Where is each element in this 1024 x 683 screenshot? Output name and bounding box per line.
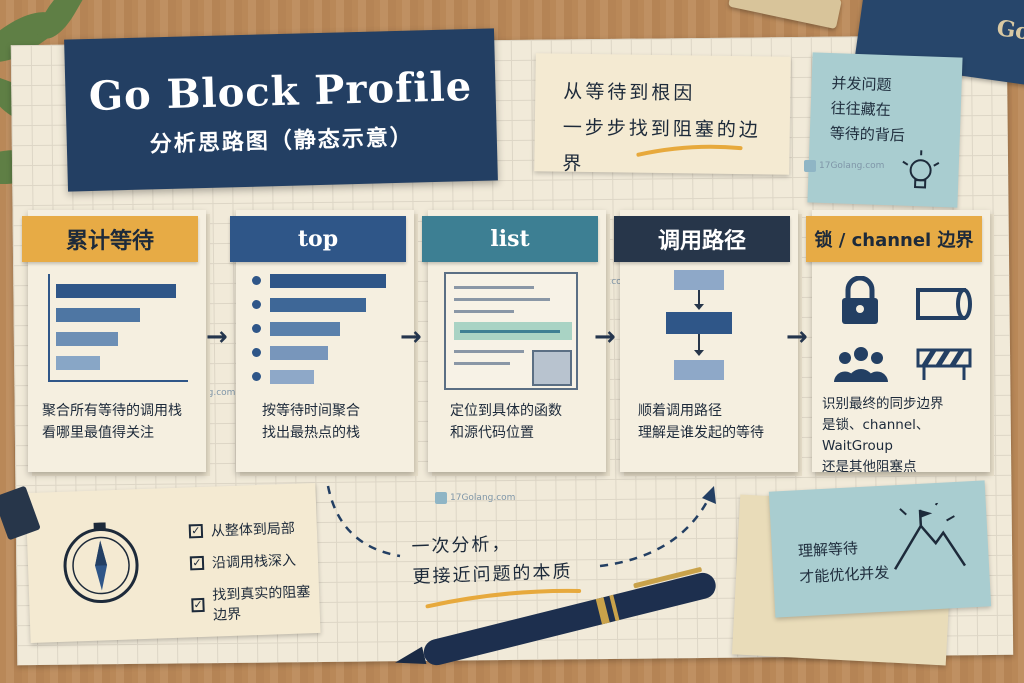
- bottom-note-line2: 才能优化并发: [798, 563, 890, 587]
- compass-icon: [63, 522, 139, 604]
- lock-icon: [842, 276, 878, 324]
- underline-stroke: [425, 588, 582, 609]
- step-desc-line2: 和源代码位置: [450, 425, 534, 441]
- top-note: 从等待到根因 一步步找到阻塞的边界: [534, 53, 791, 175]
- barrier-icon: [916, 348, 972, 380]
- step-card-list: list 定位到具体的函数 和源代码位置: [422, 210, 606, 472]
- checklist-card: ✓从整体到局部 ✓沿调用栈深入 ✓找到真实的阻塞边界: [25, 482, 321, 644]
- step-desc-line3: 还是其他阻塞点: [822, 459, 917, 475]
- corner-note: 并发问题 往往藏在 等待的背后: [807, 52, 963, 208]
- source-code-graphic: [444, 272, 578, 390]
- step-card-top: top 按等待时间聚合 找出最热点的栈: [230, 210, 414, 472]
- center-caption: 一次分析， 更接近问题的本质: [411, 527, 582, 609]
- step-desc-line2: 是锁、channel、WaitGroup: [822, 417, 930, 454]
- step-desc-line1: 顺着调用路径: [638, 403, 722, 419]
- arrow-right-icon: →: [206, 322, 228, 352]
- checkbox-checked-icon: ✓: [188, 523, 204, 539]
- step-header: 调用路径: [614, 216, 790, 262]
- watermark: 17Golang.com: [804, 160, 884, 172]
- step-desc-line1: 聚合所有等待的调用栈: [42, 403, 182, 419]
- bottom-note-line1: 理解等待: [797, 539, 859, 561]
- channel-pipe-icon: [916, 288, 972, 320]
- checklist-item: ✓找到真实的阻塞边界: [191, 584, 311, 624]
- step-card-sync-boundary: 锁 / channel 边界 识别最终的同步边界 是锁、channel、Wait…: [806, 210, 990, 475]
- watermark: 17Golang.com: [435, 492, 515, 504]
- arrow-right-icon: →: [400, 322, 422, 352]
- step-desc-line2: 找出最热点的栈: [262, 425, 360, 441]
- step-desc-line2: 理解是谁发起的等待: [638, 425, 764, 441]
- book-label: Go: [994, 15, 1024, 46]
- corner-note-line2: 往往藏在: [830, 99, 892, 120]
- bottom-note: 理解等待 才能优化并发: [768, 480, 992, 618]
- arrow-right-icon: →: [594, 322, 616, 352]
- step-desc-line1: 按等待时间聚合: [262, 403, 360, 419]
- corner-note-line3: 等待的背后: [829, 124, 906, 145]
- checklist-item: ✓从整体到局部: [188, 518, 296, 542]
- dashed-flow-arrow: [326, 485, 716, 568]
- step-header: 累计等待: [22, 216, 198, 262]
- step-desc-line1: 识别最终的同步边界: [822, 396, 944, 412]
- group-users-icon: [834, 347, 888, 382]
- fountain-pen: [395, 567, 716, 666]
- step-card-cumulative-wait: 累计等待 聚合所有等待的调用栈 看哪里最值得关注: [22, 210, 206, 472]
- arrow-right-icon: →: [786, 322, 808, 352]
- checklist-item: ✓沿调用栈深入: [189, 550, 297, 574]
- checkbox-checked-icon: ✓: [189, 555, 205, 571]
- lightbulb-icon: [902, 150, 940, 189]
- ranked-list-graphic: [252, 272, 402, 392]
- underline-stroke: [636, 144, 743, 157]
- step-header: top: [230, 216, 406, 262]
- step-desc-line1: 定位到具体的函数: [450, 403, 562, 419]
- corner-note-line1: 并发问题: [831, 74, 892, 95]
- page-subtitle: 分析思路图（静态示意）: [149, 125, 415, 158]
- top-note-line1: 从等待到根因: [563, 80, 696, 105]
- mountain-flag-icon: [894, 501, 967, 570]
- step-header: 锁 / channel 边界: [806, 216, 982, 262]
- page-title: Go Block Profile: [88, 62, 473, 121]
- step-card-call-path: 调用路径 顺着调用路径 理解是谁发起的等待: [614, 210, 798, 472]
- flowchart-graphic: [666, 270, 732, 380]
- bar-chart-graphic: [48, 274, 188, 382]
- step-desc-line2: 看哪里最值得关注: [42, 425, 154, 441]
- checkbox-checked-icon: ✓: [191, 597, 205, 613]
- step-header: list: [422, 216, 598, 262]
- title-card: Go Block Profile 分析思路图（静态示意）: [64, 28, 498, 192]
